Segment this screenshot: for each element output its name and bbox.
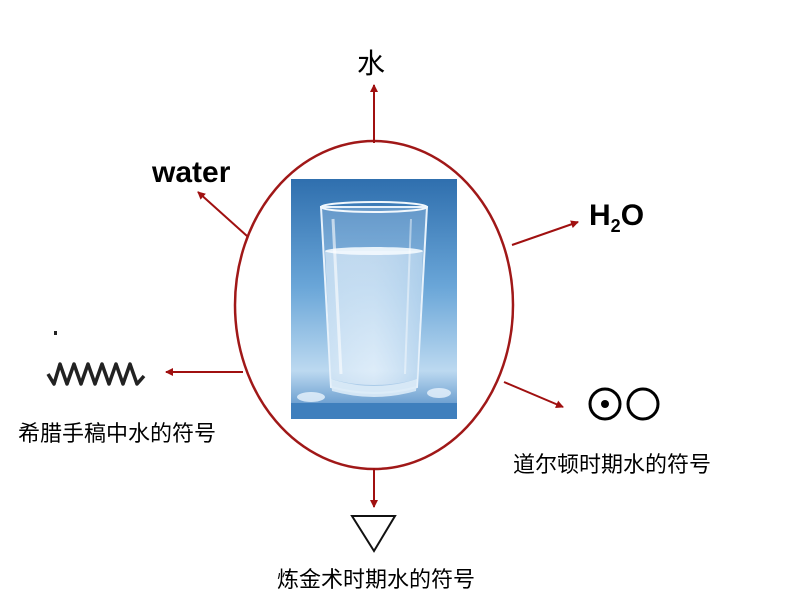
dalton-water-symbol [588,387,660,421]
caption-greek-symbol: 希腊手稿中水的符号 [18,422,217,447]
alchemy-water-symbol [350,515,397,553]
arrow-upper-left [197,191,248,237]
h2o-h: H [589,199,611,232]
caption-alchemy-symbol: 炼金术时期水的符号 [277,568,476,593]
label-water-chinese: 水 [357,47,386,80]
water-glass-image [291,179,457,419]
h2o-subscript: 2 [610,216,621,236]
caption-dalton-symbol: 道尔顿时期水的符号 [513,453,712,478]
arrow-upper-right [511,220,579,246]
h2o-o: O [620,199,645,232]
greek-water-symbol [46,331,146,386]
label-h2o: H2O [589,199,644,237]
arrow-lower-right [503,381,564,408]
label-water-english: water [152,156,231,189]
